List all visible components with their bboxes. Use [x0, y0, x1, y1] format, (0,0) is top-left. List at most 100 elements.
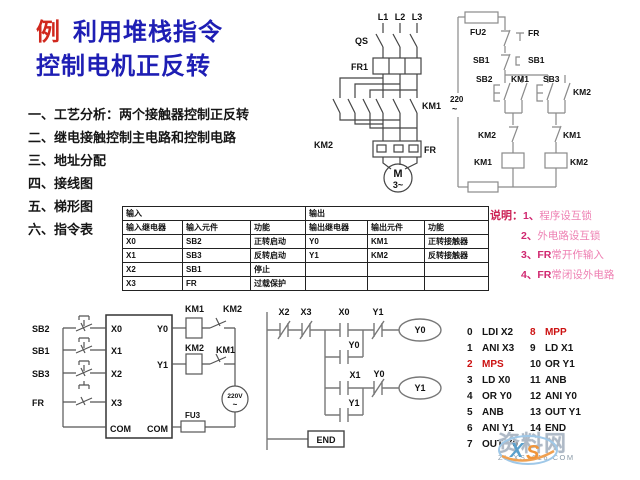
cell: 反转接触器 — [424, 248, 490, 263]
cell: X1 — [122, 248, 183, 263]
col-header: 输入元件 — [182, 220, 251, 235]
input-group-header: 输入 — [121, 206, 307, 221]
control-circuit-diagram: FU2 FR SB1 SB1 SB2 KM1 SB3 KM2 220 ~ KM2… — [450, 11, 591, 193]
cell: KM1 — [367, 234, 426, 249]
title-rest: 利用堆栈指令 — [73, 19, 223, 46]
x1-terminal-label: X1 — [111, 346, 122, 356]
sb1-right-label: SB1 — [528, 55, 545, 65]
outline-item-1: 一、工艺分析：两个接触器控制正反转 — [28, 107, 250, 122]
cell — [424, 276, 490, 291]
col-header: 输出继电器 — [305, 220, 369, 235]
cell: 正转接触器 — [424, 234, 490, 249]
notes-block: 说明：1、程序设互锁 2、外电路设互锁 3、FR常开作输入 4、FR常闭设外电路 — [490, 207, 640, 285]
km2-interlock-label: KM2 — [478, 130, 496, 140]
note-item: 3、FR常开作输入 — [521, 249, 604, 261]
table-row: X0 SB2 正转启动 Y0 KM1 正转接触器 — [122, 234, 490, 249]
motor-phase-label: 3~ — [393, 180, 403, 190]
main-circuit-diagram: L1 L2 L3 QS FR1 KM1 KM2 FR M 3~ — [314, 12, 441, 193]
ac-source-voltage-label: 220V — [227, 393, 243, 400]
fu3-fuse-label: FU3 — [185, 411, 201, 420]
motor-label: M — [393, 168, 402, 180]
title-line2: 控制电机正反转 — [36, 53, 211, 80]
sb3-button-label: SB3 — [543, 74, 560, 84]
sb2-button-label: SB2 — [476, 74, 493, 84]
output-group-header: 输出 — [305, 206, 490, 221]
cell: 停止 — [249, 262, 307, 277]
cell — [367, 262, 426, 277]
cell: SB2 — [182, 234, 251, 249]
km2-seal-contact-label: KM2 — [573, 87, 591, 97]
fr-input-label: FR — [32, 398, 44, 408]
watermark: X S 资料网 ZL.XS1616.COM — [496, 429, 575, 465]
y1-terminal-label: Y1 — [157, 360, 168, 370]
ladder-diagram: X2 X3 X0 Y1 Y0 Y0 X1 Y0 Y1 Y1 END — [266, 307, 442, 450]
x2-terminal-label: X2 — [111, 369, 122, 379]
km1-interlock-label: KM1 — [563, 130, 581, 140]
x3-contact-label: X3 — [300, 307, 311, 317]
com-left-terminal-label: COM — [110, 424, 131, 434]
phase-l1-label: L1 — [378, 12, 389, 22]
cell — [305, 276, 369, 291]
cell: Y1 — [305, 248, 369, 263]
x3-terminal-label: X3 — [111, 398, 122, 408]
km2-coil-label: KM2 — [570, 157, 588, 167]
km2-output-coil-label: KM2 — [185, 343, 204, 353]
watermark-swoosh — [501, 449, 555, 462]
sb1-left-label: SB1 — [473, 55, 490, 65]
y1-seal-contact-label: Y1 — [348, 398, 359, 408]
outline-list: 一、工艺分析：两个接触器控制正反转 二、继电接触控制主电路和控制电路 三、地址分… — [28, 103, 249, 241]
cell: SB3 — [182, 248, 251, 263]
io-allocation-table: 输入 输出 输入继电器 输入元件 功能 输出继电器 输出元件 功能 X0 SB2… — [121, 206, 490, 291]
x0-terminal-label: X0 — [111, 324, 122, 334]
note-item: 4、FR常闭设外电路 — [521, 268, 615, 281]
km1-output-coil-label: KM1 — [185, 304, 204, 314]
y1-interlock-contact-label: Y1 — [372, 307, 383, 317]
com-right-terminal-label: COM — [147, 424, 168, 434]
col-header: 功能 — [249, 220, 307, 235]
table-row: X1 SB3 反转启动 Y1 KM2 反转接触器 — [122, 248, 490, 263]
outline-item-2: 二、继电接触控制主电路和控制电路 — [28, 130, 237, 145]
note-item: 2、外电路设互锁 — [521, 229, 601, 242]
qs-switch-label: QS — [355, 36, 368, 46]
plc-wiring-diagram: SB2 SB1 SB3 FR X0 X1 X2 X3 COM Y0 Y1 COM… — [32, 304, 249, 439]
cell: 过载保护 — [249, 276, 307, 291]
fr1-fuse-label: FR1 — [351, 62, 368, 72]
phase-l3-label: L3 — [412, 12, 423, 22]
supply-ac-symbol: ~ — [452, 104, 457, 114]
cell — [424, 262, 490, 277]
km1-interlock-contact-label: KM1 — [216, 345, 235, 355]
title-tag: 例 — [36, 19, 61, 46]
cell: KM2 — [367, 248, 426, 263]
outline-item-4: 四、接线图 — [28, 176, 94, 191]
watermark-logo: X S — [498, 435, 558, 465]
cell: 反转启动 — [249, 248, 307, 263]
note-line-1: 说明：1、程序设互锁 — [490, 207, 640, 227]
fr-relay-label: FR — [424, 145, 436, 155]
y0-seal-contact-label: Y0 — [348, 340, 359, 350]
page-title: 例利用堆栈指令 控制电机正反转 — [36, 16, 223, 84]
watermark-x: X — [509, 440, 525, 462]
cell: Y0 — [305, 234, 369, 249]
cell: SB1 — [182, 262, 251, 277]
cell: 正转启动 — [249, 234, 307, 249]
km2-contactor-label: KM2 — [314, 140, 333, 150]
km2-interlock-contact-label: KM2 — [223, 304, 242, 314]
km1-seal-contact-label: KM1 — [511, 74, 529, 84]
phase-l2-label: L2 — [395, 12, 406, 22]
outline-item-5: 五、梯形图 — [28, 199, 94, 214]
x2-contact-label: X2 — [278, 307, 289, 317]
